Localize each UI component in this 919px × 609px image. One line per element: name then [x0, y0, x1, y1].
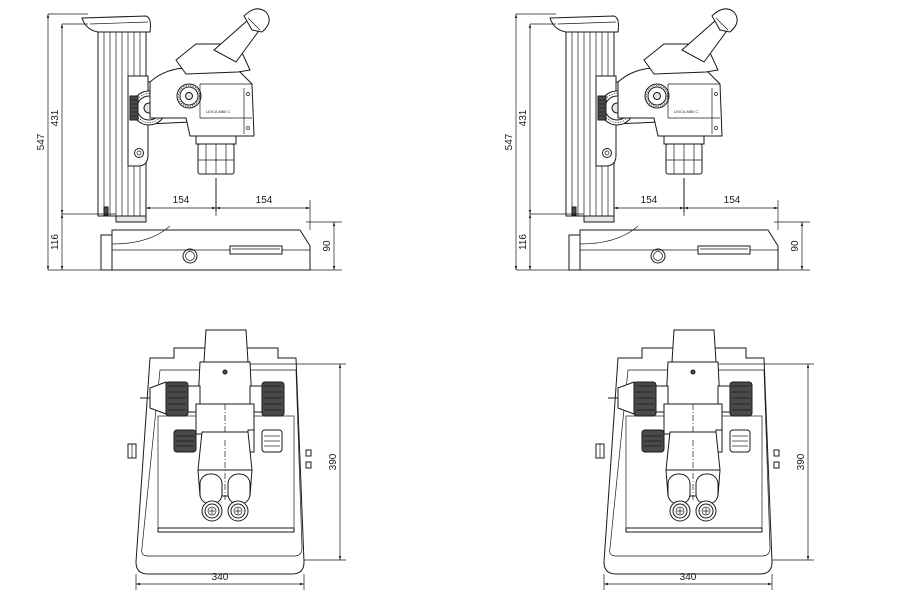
dim-rear-reach: 154 — [724, 195, 741, 206]
front-view-left: 340 390 — [128, 330, 346, 590]
dim-front-reach: 154 — [641, 195, 658, 206]
dim-column-height: 431 — [50, 109, 61, 126]
dim-base-thickness: 90 — [790, 240, 801, 252]
dim-front-reach: 154 — [173, 195, 190, 206]
front-view-right: 340 390 — [596, 330, 814, 590]
side-view-left: LEICA M80 C 547 431 116 154 154 90 — [36, 9, 342, 270]
dim-base-thickness: 90 — [322, 240, 333, 252]
side-view-right: LEICA M80 C 547 431 116 154 154 90 — [504, 9, 810, 270]
brand-label: LEICA M80 C — [206, 109, 230, 114]
dim-total-height: 547 — [504, 133, 515, 150]
dim-rear-reach: 154 — [256, 195, 273, 206]
dim-width: 340 — [680, 572, 697, 583]
dim-depth: 390 — [796, 453, 807, 470]
dim-depth: 390 — [328, 453, 339, 470]
dim-base-height: 116 — [518, 234, 529, 250]
brand-label: LEICA M80 C — [674, 109, 698, 114]
dim-total-height: 547 — [36, 133, 47, 150]
dim-base-height: 116 — [50, 234, 61, 250]
dim-column-height: 431 — [518, 109, 529, 126]
dim-width: 340 — [212, 572, 229, 583]
